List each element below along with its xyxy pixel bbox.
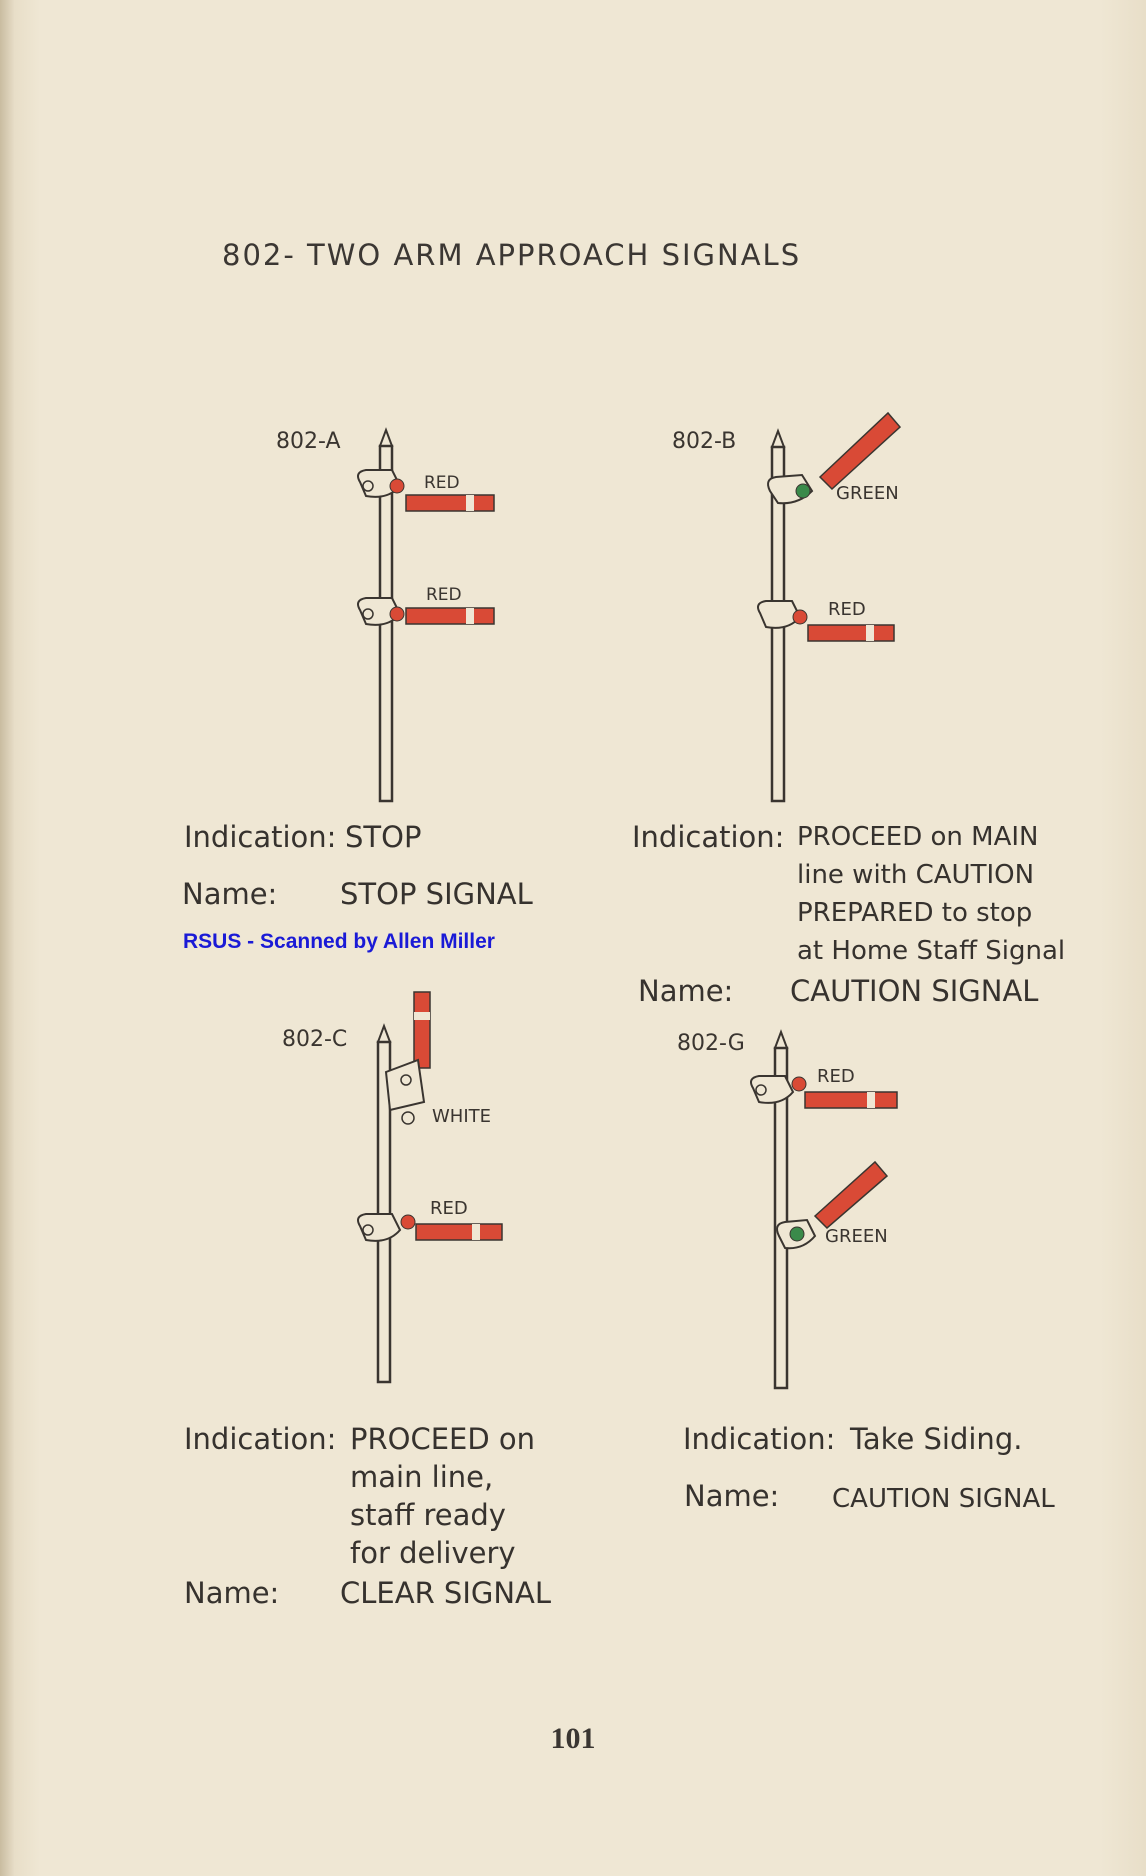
upper-arm-raised: GREEN (767, 411, 902, 505)
lower-arm-horizontal: RED (357, 585, 495, 626)
indication-label-802-b: Indication: (632, 820, 785, 854)
upper-arm-horizontal: RED (750, 1066, 898, 1109)
indication-text-802-c-line-1: PROCEED on (350, 1422, 536, 1456)
lower-light-label: RED (426, 585, 462, 605)
name-label-802-c: Name: (184, 1576, 280, 1610)
pole-finial (770, 428, 786, 448)
lower-light-label: GREEN (825, 1226, 888, 1247)
page-edge (0, 0, 14, 1876)
indication-text-802-c-line-3: staff ready (350, 1498, 506, 1532)
indication-label-802-a: Indication: (184, 820, 337, 854)
signal-diagram-802-g: 802-G RED GREEN (677, 1029, 898, 1390)
indication-text-802-c-line-2: main line, (350, 1460, 494, 1494)
signal-diagram-802-a: 802-A RED RED (276, 427, 495, 803)
signal-pole (773, 1046, 789, 1390)
lower-arm-horizontal: RED (357, 1198, 503, 1242)
indication-text-802-b-line-4: at Home Staff Signal (797, 936, 1066, 966)
page-number: 101 (550, 1722, 596, 1755)
pole-finial (376, 1023, 392, 1043)
signal-label-802-c: 802-C (282, 1027, 347, 1052)
signal-label-802-g: 802-G (677, 1031, 745, 1056)
name-text-802-a: STOP SIGNAL (340, 877, 533, 911)
upper-light-label: RED (424, 473, 460, 493)
pole-finial (773, 1029, 789, 1049)
name-text-802-g: CAUTION SIGNAL (832, 1484, 1055, 1514)
upper-arm-horizontal: RED (357, 469, 495, 512)
indication-text-802-a: STOP (345, 820, 422, 854)
signal-pole (376, 1040, 392, 1384)
scan-watermark: RSUS - Scanned by Allen Miller (183, 930, 495, 953)
signal-diagram-802-b: 802-B GREEN RED (672, 411, 902, 803)
indication-label-802-g: Indication: (683, 1422, 836, 1456)
indication-label-802-c: Indication: (184, 1422, 337, 1456)
signal-label-802-b: 802-B (672, 429, 736, 454)
name-label-802-b: Name: (638, 974, 734, 1008)
name-label-802-g: Name: (684, 1479, 780, 1513)
name-text-802-c: CLEAR SIGNAL (340, 1576, 552, 1610)
upper-arm-vertical: WHITE (384, 991, 491, 1127)
upper-light-label: RED (817, 1066, 855, 1087)
upper-light-label: WHITE (432, 1106, 491, 1127)
indication-text-802-b-line-1: PROCEED on MAIN (797, 822, 1039, 852)
indication-text-802-b-line-3: PREPARED to stop (797, 898, 1033, 928)
lower-light-label: RED (430, 1198, 468, 1219)
lower-arm-raised: GREEN (776, 1160, 889, 1250)
signal-label-802-a: 802-A (276, 429, 341, 454)
page-title: 802- TWO ARM APPROACH SIGNALS (222, 238, 802, 272)
pole-finial (378, 427, 394, 447)
lower-arm-horizontal: RED (757, 599, 895, 642)
name-label-802-a: Name: (182, 877, 278, 911)
indication-text-802-g: Take Siding. (850, 1422, 1023, 1456)
upper-light-label: GREEN (836, 483, 899, 504)
indication-text-802-c-line-4: for delivery (350, 1536, 516, 1570)
signal-diagram-802-c: 802-C WHITE RED (282, 991, 503, 1384)
lower-light-label: RED (828, 599, 866, 620)
name-text-802-b: CAUTION SIGNAL (790, 974, 1039, 1008)
indication-text-802-b-line-2: line with CAUTION (797, 860, 1035, 890)
